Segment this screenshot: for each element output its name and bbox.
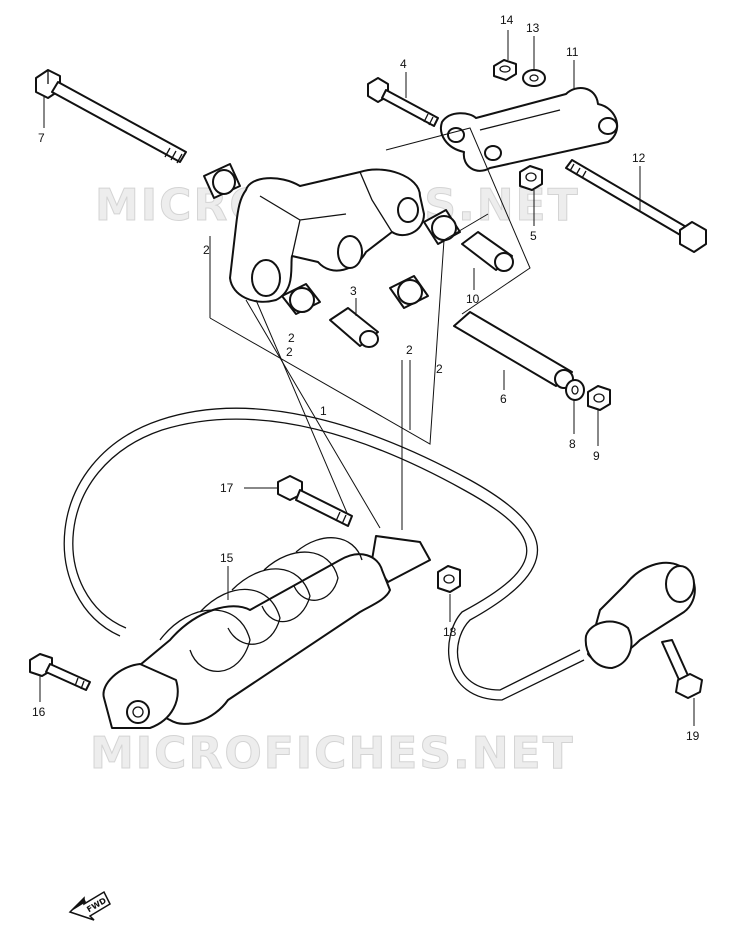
part-19-bolt[interactable] [661, 639, 703, 699]
callout-6: 6 [500, 392, 507, 406]
callout-11: 11 [566, 45, 579, 59]
callout-4: 4 [400, 57, 407, 71]
part-16-bolt[interactable] [29, 653, 91, 691]
callout-17: 17 [220, 481, 234, 495]
part-5-nut[interactable] [519, 165, 543, 191]
part-2-bearing-upper-left[interactable] [203, 163, 241, 199]
callout-leaders [39, 30, 695, 726]
callout-15: 15 [220, 551, 234, 565]
part-12-bolt[interactable] [565, 159, 707, 253]
callout-10: 10 [466, 292, 480, 306]
assembly-bracket-lines [209, 127, 531, 530]
part-9-nut[interactable] [587, 385, 611, 411]
callout-numbers: 1 2 2 2 2 2 3 4 5 6 7 8 9 10 11 12 13 14… [32, 13, 700, 743]
part-15-shock-absorber[interactable] [63, 407, 585, 729]
part-3-collar[interactable] [329, 307, 379, 348]
part-6-long-collar[interactable] [453, 311, 574, 389]
part-4-bolt[interactable] [367, 77, 439, 127]
callout-2-b: 2 [288, 331, 295, 345]
callout-16: 16 [32, 705, 46, 719]
callout-19: 19 [686, 729, 700, 743]
part-7-bolt[interactable] [35, 69, 187, 164]
part-17-bolt[interactable] [277, 475, 353, 527]
callout-9: 9 [593, 449, 600, 463]
part-2-bearing-center-right[interactable] [389, 275, 429, 309]
part-2-bearing-center-left[interactable] [281, 283, 321, 315]
forward-direction-arrow-icon: FWD [68, 890, 111, 921]
callout-14: 14 [500, 13, 514, 27]
part-13-washer[interactable] [522, 69, 546, 87]
callout-13: 13 [526, 21, 540, 35]
part-14-nut[interactable] [493, 59, 517, 81]
callout-7: 7 [38, 131, 45, 145]
callout-3: 3 [350, 284, 357, 298]
callout-2-a: 2 [203, 243, 210, 257]
callout-12: 12 [632, 151, 646, 165]
shock-remote-adjuster[interactable] [584, 561, 696, 669]
callout-1: 1 [320, 404, 327, 418]
part-18-nut[interactable] [437, 565, 461, 593]
callout-2-c: 2 [286, 345, 293, 359]
part-8-washer[interactable] [565, 379, 585, 401]
part-10-collar[interactable] [461, 231, 514, 272]
cushion-lever-body[interactable] [229, 168, 425, 303]
watermark-bottom: MICROFICHES.NET [90, 728, 575, 779]
callout-5: 5 [530, 229, 537, 243]
callout-2-e: 2 [436, 362, 443, 376]
part-11-link-plate[interactable] [440, 87, 618, 172]
callout-2-d: 2 [406, 343, 413, 357]
callout-18: 18 [443, 625, 457, 639]
callout-8: 8 [569, 437, 576, 451]
